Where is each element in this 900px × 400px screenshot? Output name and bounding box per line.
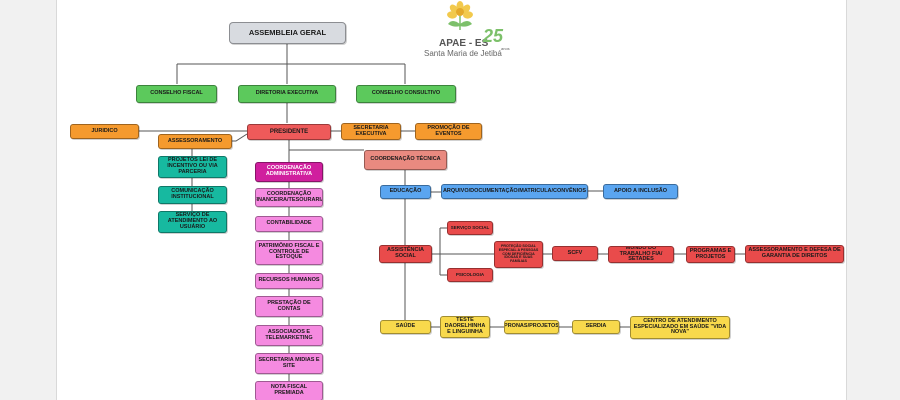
node-conselho-consultivo: CONSELHO CONSULTIVO bbox=[356, 85, 456, 103]
node-programas-projetos: PROGRAMAS E PROJETOS bbox=[686, 246, 735, 263]
node-juridico: JURIDICO bbox=[70, 124, 139, 139]
logo-title: APAE - ES bbox=[439, 38, 489, 49]
node-pronas-projetos: PRONAS/PROJETOS bbox=[504, 320, 559, 334]
node-psicologia: PSICOLOGIA bbox=[447, 268, 493, 282]
apae-flower-logo-icon bbox=[447, 1, 473, 30]
node-patrimonio-fiscal: PATRIMÔNIO FISCAL E CONTROLE DE ESTOQUE bbox=[255, 240, 323, 265]
node-teste-orelhinha: TESTE DAORELHINHA E LINGUINHA bbox=[440, 316, 490, 338]
node-contabilidade: CONTABILIDADE bbox=[255, 216, 323, 232]
node-comunicacao-institucional: COMUNICAÇÃO INSTITUCIONAL bbox=[158, 186, 227, 204]
node-apoio-inclusao: APOIO A INCLUSÃO bbox=[603, 184, 678, 199]
node-coordenacao-financeira: COORDENAÇÃO FINANCEIRA/TESOURARIA bbox=[255, 188, 323, 207]
node-mundo-trabalho: MUNDO DO TRABALHO FIA/ SETADES bbox=[608, 246, 674, 263]
node-prestacao-contas: PRESTAÇÃO DE CONTAS bbox=[255, 296, 323, 317]
node-secretaria-executiva: SECRETARIA EXECUTIVA bbox=[341, 123, 401, 140]
left-margin bbox=[0, 0, 57, 400]
node-saude: SAÚDE bbox=[380, 320, 431, 334]
node-servico-social: SERVIÇO SOCIAL bbox=[447, 221, 493, 235]
logo-anniversary-number: 25 bbox=[483, 26, 504, 46]
node-arquivo-documentacao: ARQUIVO/DOCUMENTAÇÃO/MATRICULA/CONVÊNIOS bbox=[441, 184, 588, 199]
node-coordenacao-tecnica: COORDENAÇÃO TÉCNICA bbox=[364, 150, 447, 170]
node-promocao-eventos: PROMOÇÃO DE EVENTOS bbox=[415, 123, 482, 140]
logo-anniversary-suffix: anos bbox=[501, 46, 510, 51]
node-assessoramento: ASSESSORAMENTO bbox=[158, 134, 232, 149]
node-diretoria-executiva: DIRETORIA EXECUTIVA bbox=[238, 85, 336, 103]
node-servico-atendimento: SERVIÇO DE ATENDIMENTO AO USUÁRIO bbox=[158, 211, 227, 233]
node-assistencia-social: ASSISTÊNCIA SOCIAL bbox=[379, 245, 432, 263]
node-coordenacao-administrativa: COORDENAÇÃO ADMINISTRATIVA bbox=[255, 162, 323, 182]
node-secretaria-midias: SECRETARIA MIDIAS E SITE bbox=[255, 353, 323, 374]
node-recursos-humanos: RECURSOS HUMANOS bbox=[255, 273, 323, 289]
node-serdia: SERDIA bbox=[572, 320, 620, 334]
node-assembleia-geral: ASSEMBLEIA GERAL bbox=[229, 22, 346, 44]
node-conselho-fiscal: CONSELHO FISCAL bbox=[136, 85, 217, 103]
node-projetos-lei: PROJETOS LEI DE INCENTIVO OU VIA PARCERI… bbox=[158, 156, 227, 178]
logo-subtitle: Santa Maria de Jetibá bbox=[424, 49, 502, 58]
node-nota-fiscal: NOTA FISCAL PREMIADA bbox=[255, 381, 323, 400]
node-presidente: PRESIDENTE bbox=[247, 124, 331, 140]
right-margin bbox=[846, 0, 900, 400]
node-associados-telemarketing: ASSOCIADOS E TELEMARKETING bbox=[255, 325, 323, 346]
node-scfv: SCFV bbox=[552, 246, 598, 261]
node-assessoramento-direitos: ASSESSORAMENTO E DEFESA DE GARANTIA DE D… bbox=[745, 245, 844, 263]
node-protecao-social: PROTEÇÃO SOCIAL ESPECIAL A PESSOAS COM D… bbox=[494, 241, 543, 268]
node-educacao: EDUCAÇÃO bbox=[380, 185, 431, 199]
node-centro-atendimento: CENTRO DE ATENDIMENTO ESPECIALIZADO EM S… bbox=[630, 316, 730, 339]
